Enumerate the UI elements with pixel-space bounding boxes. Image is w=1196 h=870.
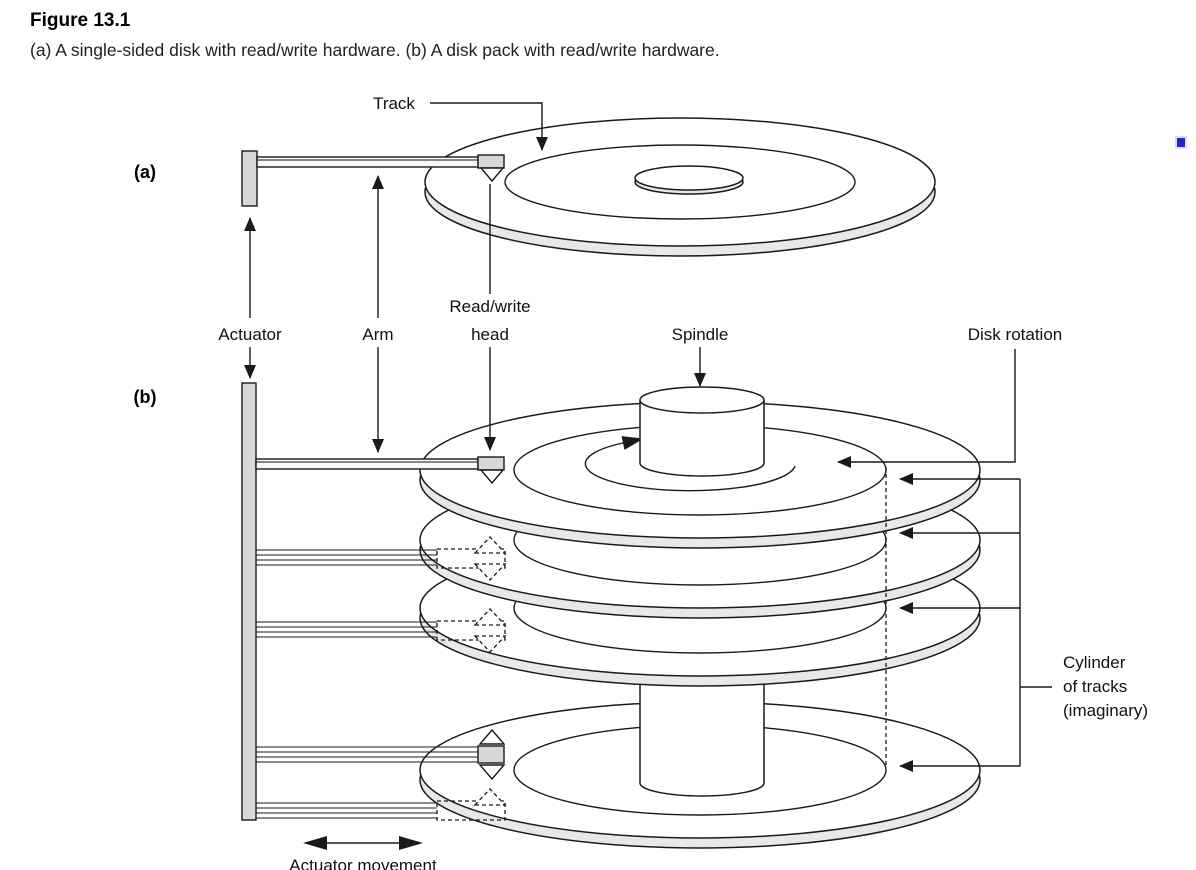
arm-label: Arm (362, 325, 393, 344)
head-b4-up-tip (478, 728, 506, 745)
head-b4-slider (477, 745, 505, 764)
panel-b: (b) (134, 347, 1148, 870)
arm-b1 (255, 456, 505, 485)
single-disk (424, 117, 936, 257)
read-write-head-label-line2: head (471, 325, 509, 344)
panel-a: (a) Track (134, 94, 936, 318)
head-a-slider (477, 154, 505, 169)
actuator-b (241, 382, 257, 821)
arm-b4 (256, 728, 506, 781)
arm-b5 (256, 788, 507, 821)
figure-title: Figure 13.1 (30, 10, 131, 31)
slide-bullet-marker (1175, 136, 1187, 149)
spindle-top (639, 386, 765, 414)
head-b5-up-tip (473, 788, 507, 806)
actuator-a (241, 150, 258, 207)
arm-a (256, 156, 479, 168)
head-b3-dashed-body (436, 620, 506, 641)
panel-a-label: (a) (134, 162, 156, 182)
figure-caption: (a) A single-sided disk with read/write … (30, 40, 720, 60)
disk-a-hole (634, 165, 744, 191)
rotation-arrowhead (621, 436, 644, 450)
head-b2-dashed-body (436, 548, 506, 569)
spindle-label: Spindle (672, 325, 729, 344)
actuator-movement-left-arrowhead (303, 836, 327, 850)
actuator-label: Actuator (218, 325, 282, 344)
panel-b-label: (b) (134, 387, 157, 407)
disk-a-track-circle (504, 144, 856, 220)
spindle-body (639, 400, 765, 477)
rotation-arc (584, 442, 796, 492)
head-b1-slider (477, 456, 505, 471)
cylinder-bracket (899, 473, 1052, 772)
head-b3-up-tip (473, 608, 507, 626)
track-pointer-arrow (430, 102, 548, 151)
head-b5-dashed-body (436, 800, 506, 821)
label-row: Actuator Arm Read/write head Spindle Dis… (218, 297, 1062, 344)
disk-rotation-label: Disk rotation (968, 325, 1062, 344)
disk-rotation-pointer (837, 349, 1016, 468)
arm-b1-bar (255, 458, 479, 470)
track-label: Track (373, 94, 415, 113)
arm-b3 (256, 608, 507, 653)
read-write-head-label-line1: Read/write (449, 297, 530, 316)
cylinder-label-line1: Cylinder (1063, 653, 1126, 672)
arm-b2 (256, 536, 507, 581)
cylinder-label-line2: of tracks (1063, 677, 1127, 696)
spindle-lower (639, 660, 765, 797)
head-b1-tip (479, 469, 505, 485)
head-b2-down-tip (473, 563, 507, 581)
cylinder-label-line3: (imaginary) (1063, 701, 1148, 720)
head-b3-down-tip (473, 635, 507, 653)
head-b4-down-tip (478, 764, 506, 781)
head-b2-up-tip (473, 536, 507, 554)
head-a-tip (479, 167, 505, 183)
actuator-movement-label: Actuator movement (289, 856, 437, 870)
actuator-movement-right-arrowhead (399, 836, 423, 850)
actuator-movement: Actuator movement (289, 836, 437, 870)
